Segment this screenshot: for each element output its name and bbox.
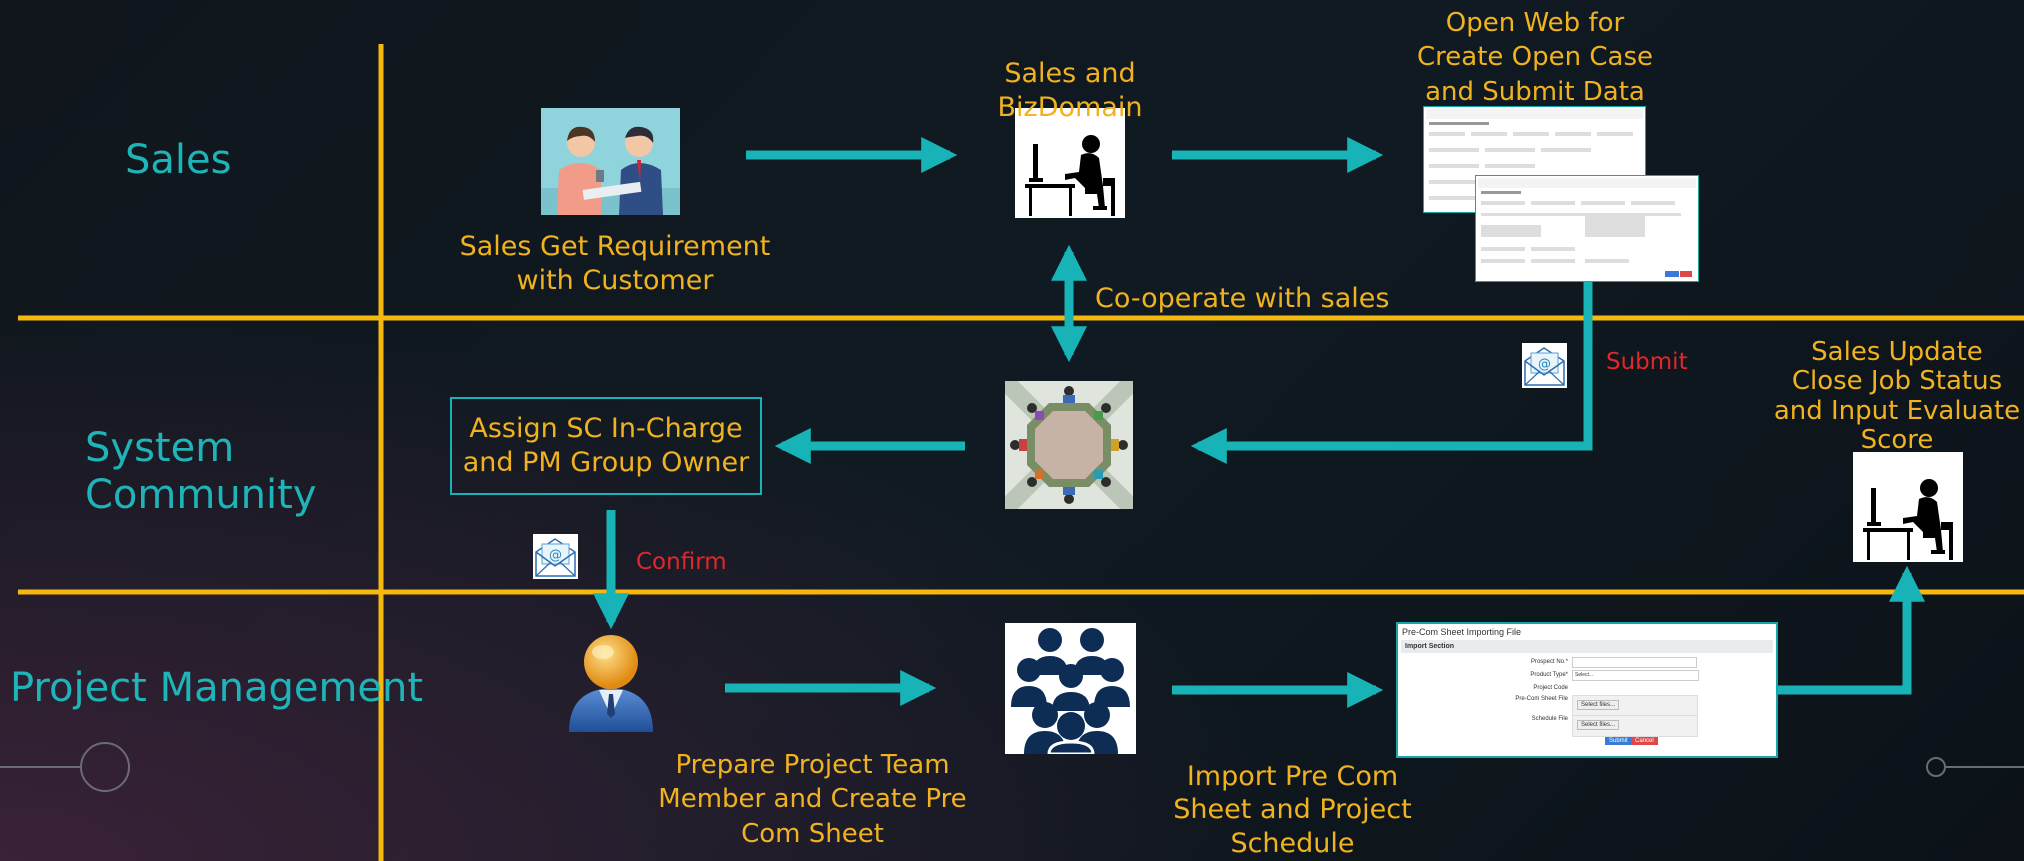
step-open-web: Open Web for Create Open Case and Submit… (1417, 8, 1653, 107)
arrow-submit (1190, 282, 1593, 464)
sales-meeting-illustration (541, 108, 680, 215)
bizdomain-computer-user-icon (1015, 108, 1125, 218)
decor-circle-left (80, 742, 130, 792)
step-close-job: Sales Update Close Job Status and Input … (1773, 337, 2021, 456)
step-get-requirement: Sales Get Requirement with Customer (459, 231, 771, 296)
import-form-screenshot: Pre-Com Sheet Importing File Import Sect… (1396, 622, 1778, 758)
import-form-section: Import Section (1401, 640, 1773, 653)
arrow-import-to-close (1778, 565, 1925, 695)
lane-label-sales: Sales (125, 137, 232, 183)
email-icon-confirm: @ (533, 534, 578, 579)
step-sales-bizdomain: Sales and BizDomain (997, 58, 1143, 123)
product-select-placeholder: Select... (1575, 672, 1594, 678)
precom-file-dropzone: Select files... (1572, 695, 1698, 717)
lane-label-system-community: System Community (85, 425, 317, 519)
import-cancel-button: Cancel (1631, 737, 1658, 745)
field-product-select: Select... (1572, 670, 1699, 681)
web-form-screenshot-front (1474, 174, 1700, 283)
import-submit-button: Submit (1605, 737, 1632, 745)
community-round-table-illustration (998, 374, 1140, 516)
import-form-title: Pre-Com Sheet Importing File (1402, 627, 1522, 637)
field-label-project-code: Project Code (1533, 685, 1568, 691)
label-cooperate: Co-operate with sales (1095, 283, 1390, 314)
field-label-prospect: Prospect No.* (1530, 659, 1568, 665)
close-job-computer-user-icon (1853, 452, 1963, 562)
email-icon-submit: @ (1522, 343, 1567, 388)
step-prepare-team: Prepare Project Team Member and Create P… (658, 750, 967, 849)
field-label-schedule-file: Schedule File (1531, 716, 1568, 722)
step-import-sheet: Import Pre Com Sheet and Project Schedul… (1173, 761, 1412, 859)
field-prospect-input (1572, 657, 1697, 668)
project-team-group-icon (1005, 623, 1136, 756)
field-label-product: Product Type* (1530, 672, 1568, 678)
schedule-file-dropzone: Select files... (1572, 715, 1698, 737)
project-manager-user-icon (563, 632, 659, 736)
precom-choose-button: Select files... (1577, 700, 1620, 710)
decor-circle-right (1926, 757, 1946, 777)
svg-text:@: @ (549, 548, 562, 563)
lane-label-project-management: Project Management (10, 665, 424, 711)
label-confirm: Confirm (636, 549, 727, 575)
label-submit: Submit (1606, 349, 1688, 375)
field-label-precom-file: Pre-Com Sheet File (1515, 696, 1568, 702)
svg-text:@: @ (1538, 357, 1551, 372)
schedule-choose-button: Select files... (1577, 720, 1620, 730)
step-assign: Assign SC In-Charge and PM Group Owner (450, 397, 762, 495)
